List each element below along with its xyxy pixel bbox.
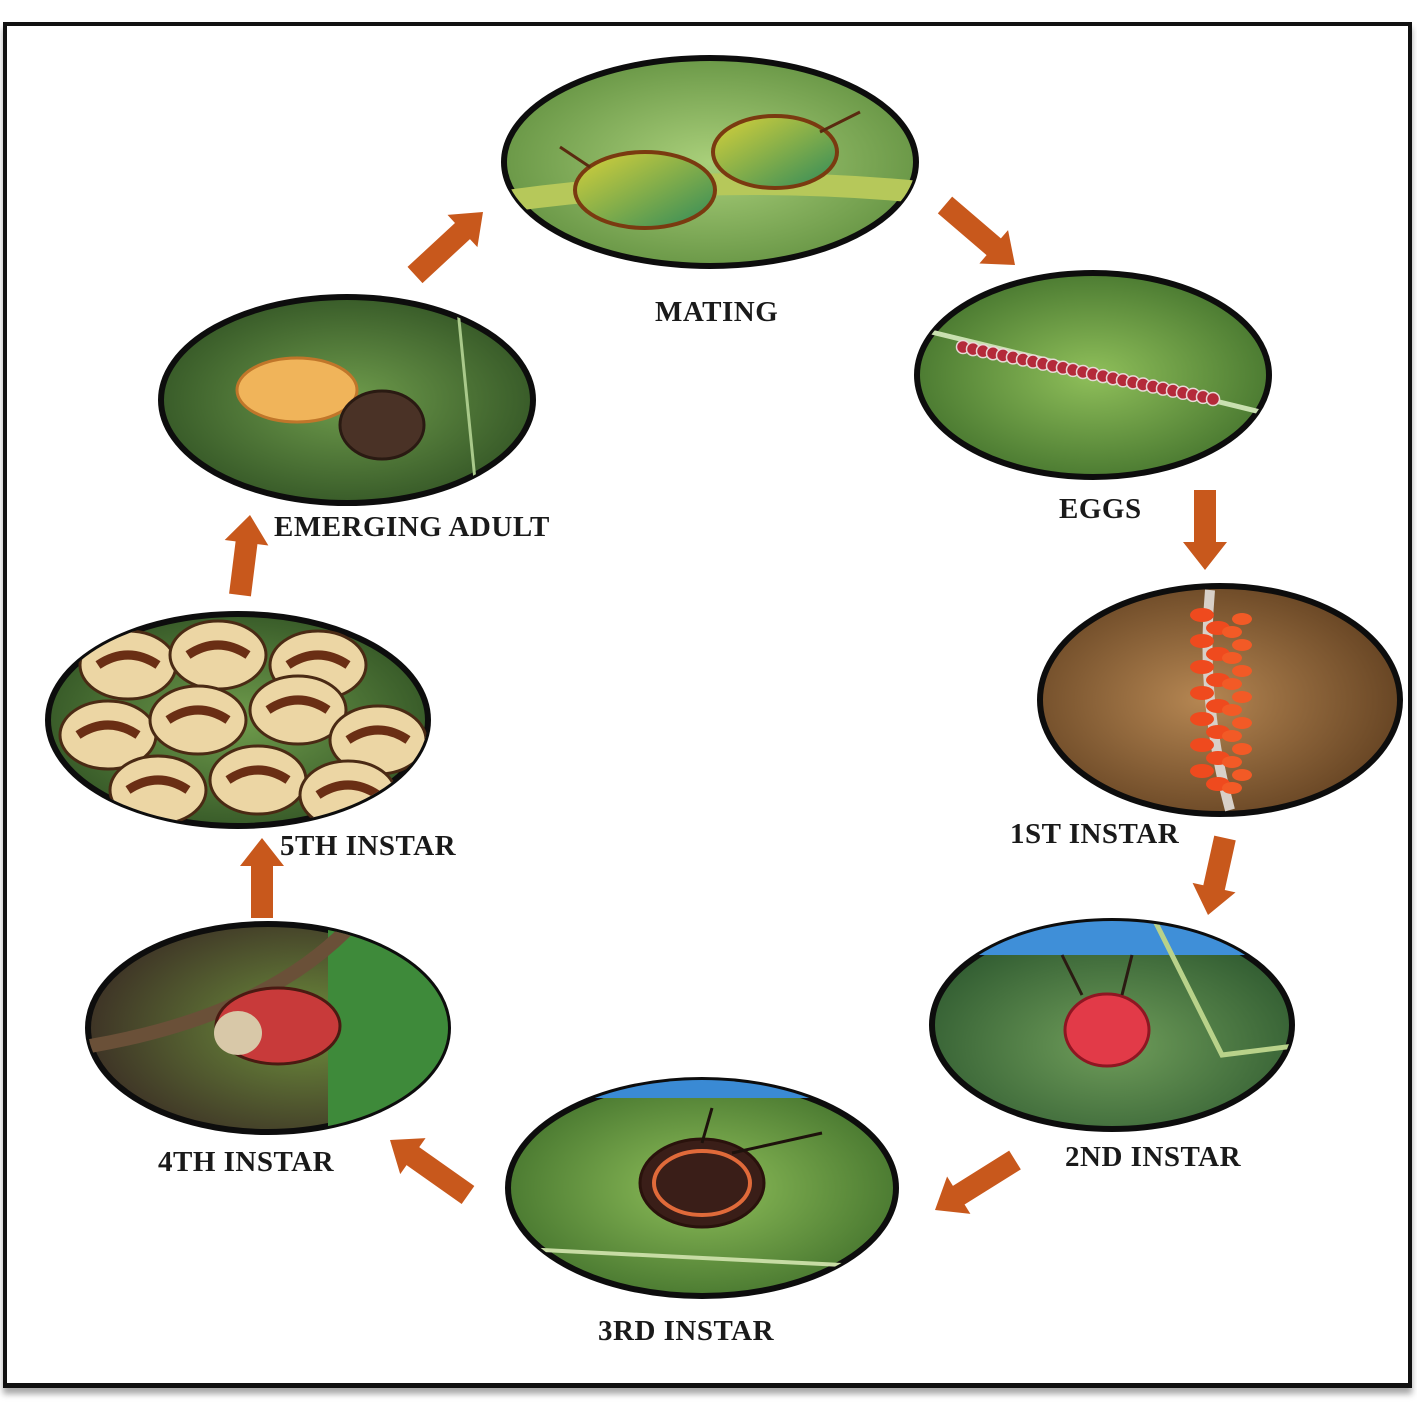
- arrow-eggs-to-1st-instar: [1183, 490, 1227, 570]
- arrow-emerging-adult-to-mating: [400, 196, 498, 291]
- photo-mating: [504, 58, 916, 266]
- arrow-1st-to-2nd-instar: [1187, 833, 1247, 919]
- arrow-3rd-to-4th-instar: [377, 1122, 480, 1213]
- arrow-4th-to-5th-instar: [240, 838, 284, 918]
- arrow-mating-to-eggs: [931, 188, 1030, 281]
- label-mating: MATING: [655, 298, 778, 327]
- label-1st-instar: 1ST INSTAR: [1010, 820, 1179, 849]
- label-2nd-instar: 2ND INSTAR: [1065, 1143, 1241, 1172]
- label-3rd-instar: 3RD INSTAR: [598, 1317, 774, 1346]
- label-4th-instar: 4TH INSTAR: [158, 1148, 334, 1177]
- label-5th-instar: 5TH INSTAR: [280, 832, 456, 861]
- label-eggs: EGGS: [1059, 495, 1142, 524]
- label-emerging-adult: EMERGING ADULT: [274, 513, 550, 542]
- arrow-2nd-to-3rd-instar: [923, 1141, 1026, 1228]
- arrow-5th-to-emerging-adult: [218, 512, 272, 597]
